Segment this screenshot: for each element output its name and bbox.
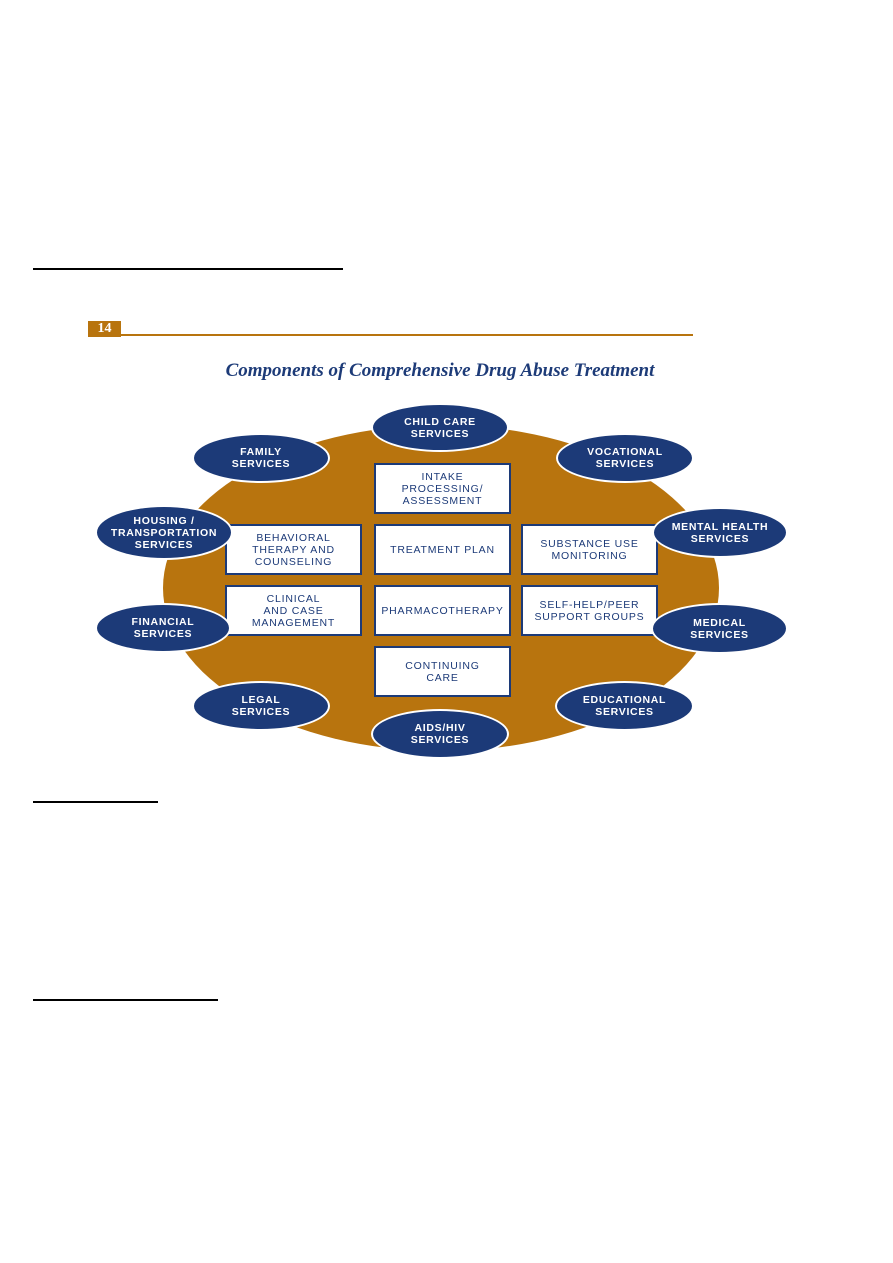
educational-services-oval: Educational Services: [555, 681, 694, 731]
section-rule-1: [33, 801, 158, 803]
medical-services-oval: Medical Services: [651, 603, 788, 654]
mental-health-services-oval: Mental Health Services: [652, 507, 788, 558]
treatment-plan-box: Treatment Plan: [374, 524, 511, 575]
aids-hiv-services-oval: AIDS/HIV Services: [371, 709, 509, 759]
section-rule-2: [33, 999, 218, 1001]
legal-services-oval: Legal Services: [192, 681, 330, 731]
diagram-title: Components of Comprehensive Drug Abuse T…: [225, 360, 655, 381]
page-header-line: [121, 334, 693, 336]
housing-transportation-services-oval: Housing / Transportation Services: [95, 505, 233, 560]
intake-box: Intake Processing/ Assessment: [374, 463, 511, 514]
self-help-box: Self-Help/Peer Support Groups: [521, 585, 658, 636]
clinical-box: Clinical and Case Management: [225, 585, 362, 636]
top-rule: [33, 268, 343, 270]
pharmacotherapy-box: Pharmacotherapy: [374, 585, 511, 636]
financial-services-oval: Financial Services: [95, 603, 231, 653]
behavioral-box: Behavioral Therapy and Counseling: [225, 524, 362, 575]
substance-use-box: Substance Use Monitoring: [521, 524, 658, 575]
page-number-bar: 14: [88, 321, 693, 337]
page-number: 14: [88, 321, 121, 337]
continuing-care-box: Continuing Care: [374, 646, 511, 697]
child-care-services-oval: Child Care Services: [371, 403, 509, 452]
vocational-services-oval: Vocational Services: [556, 433, 694, 483]
family-services-oval: Family Services: [192, 433, 330, 483]
